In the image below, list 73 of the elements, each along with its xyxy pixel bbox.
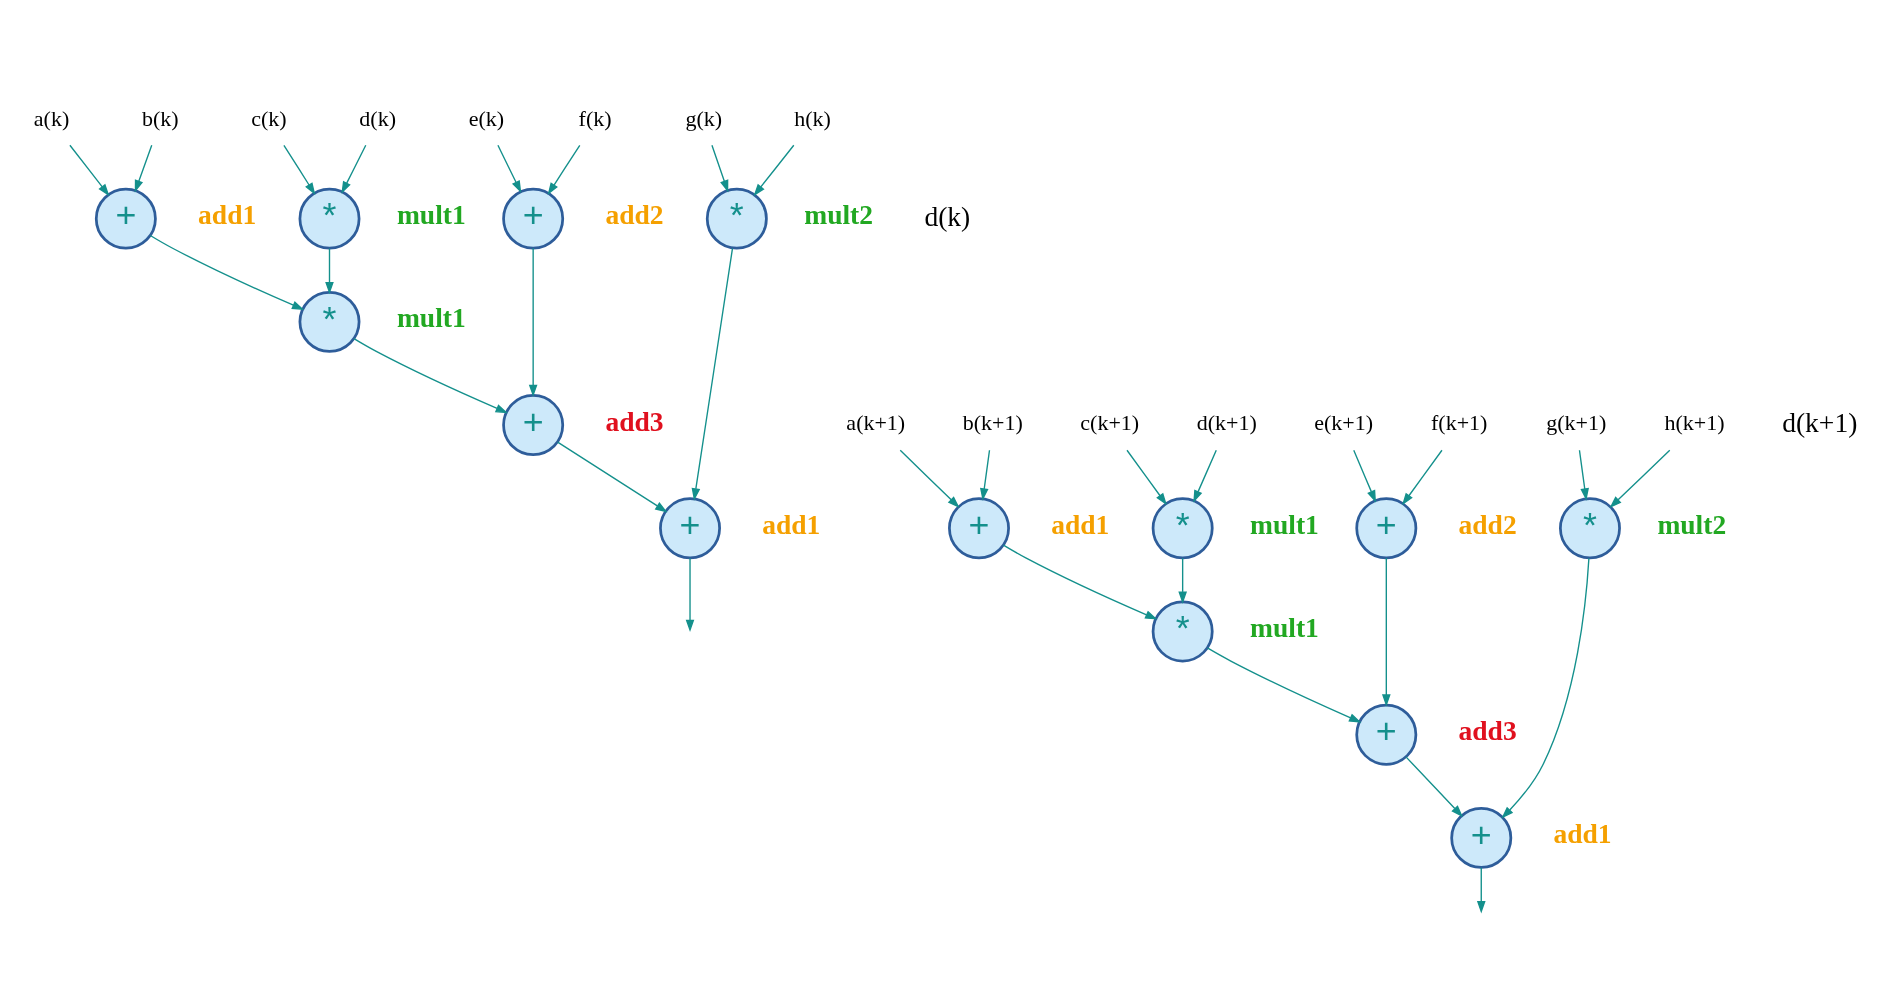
node-circle: +: [502, 394, 565, 457]
node-label: add1: [762, 508, 821, 540]
node-circle: +: [502, 187, 565, 250]
node-label: mult1: [396, 302, 466, 334]
node-text: h(k): [794, 105, 831, 131]
arrow: [1353, 449, 1377, 503]
node-text: c(k): [251, 105, 287, 131]
arrow: [899, 449, 960, 509]
node-circle: *: [1151, 600, 1214, 663]
arrow: [1193, 449, 1217, 503]
node-circle: +: [1355, 497, 1418, 560]
arrow: [1476, 867, 1486, 914]
node-label: add2: [1458, 508, 1517, 540]
node-circle: *: [705, 187, 768, 250]
node-text: b(k): [141, 105, 179, 131]
node-circle: +: [94, 187, 157, 250]
label: d(k+1): [1782, 406, 1858, 438]
node-label: mult2: [1657, 508, 1727, 540]
node-text: a(k+1): [846, 410, 906, 436]
node-circle: +: [1355, 703, 1418, 766]
arrow: [1178, 557, 1187, 604]
node-text: g(k+1): [1546, 410, 1607, 436]
node-label: add3: [1458, 715, 1517, 747]
node-label: add1: [1553, 818, 1612, 850]
node-text: b(k+1): [962, 410, 1023, 436]
arrow: [69, 144, 110, 197]
arrow: [1501, 557, 1590, 819]
arrow: [753, 144, 795, 197]
arrow: [1402, 449, 1443, 506]
node-label: mult1: [396, 199, 466, 231]
node-label: mult1: [1250, 508, 1319, 540]
node-label: add1: [1051, 508, 1110, 540]
node-circle: *: [298, 187, 361, 250]
node-text: c(k+1): [1080, 410, 1140, 436]
arrow: [1206, 647, 1362, 723]
node-label: mult2: [804, 199, 874, 231]
arrow: [325, 247, 334, 295]
node-text: d(k): [359, 105, 396, 131]
node-text: h(k+1): [1664, 410, 1725, 436]
arrow: [134, 144, 153, 193]
arrow: [149, 234, 305, 310]
node-text: f(k+1): [1431, 410, 1488, 436]
node-circle: *: [298, 290, 361, 353]
node-text: a(k): [33, 105, 70, 131]
node-circle: +: [659, 497, 721, 560]
node-circle: *: [1151, 497, 1214, 560]
node-label: add1: [198, 199, 257, 231]
arrow: [979, 449, 991, 501]
arrow: [1578, 449, 1589, 501]
arrow: [691, 247, 734, 501]
arrow: [685, 557, 695, 633]
arrow: [497, 144, 522, 194]
arrow: [1126, 449, 1167, 506]
arrow: [1381, 557, 1391, 707]
arrow: [1609, 449, 1671, 509]
node-text: e(k+1): [1314, 410, 1374, 436]
node-label: mult1: [1250, 611, 1319, 643]
node-text: d(k+1): [1196, 410, 1257, 436]
arrow: [556, 441, 668, 513]
arrow: [341, 144, 367, 194]
arrow: [1002, 544, 1158, 620]
node-text: e(k): [468, 105, 505, 131]
node-label: add3: [605, 405, 664, 437]
arrow: [283, 144, 316, 196]
node-text: f(k): [578, 105, 612, 131]
arrow: [711, 144, 729, 193]
node-text: g(k): [685, 105, 723, 131]
arrow: [353, 338, 508, 414]
arrow: [528, 247, 538, 398]
arrow: [1405, 756, 1464, 818]
label: d(k): [924, 200, 971, 232]
node-label: add2: [605, 199, 664, 231]
arrow: [547, 144, 581, 195]
